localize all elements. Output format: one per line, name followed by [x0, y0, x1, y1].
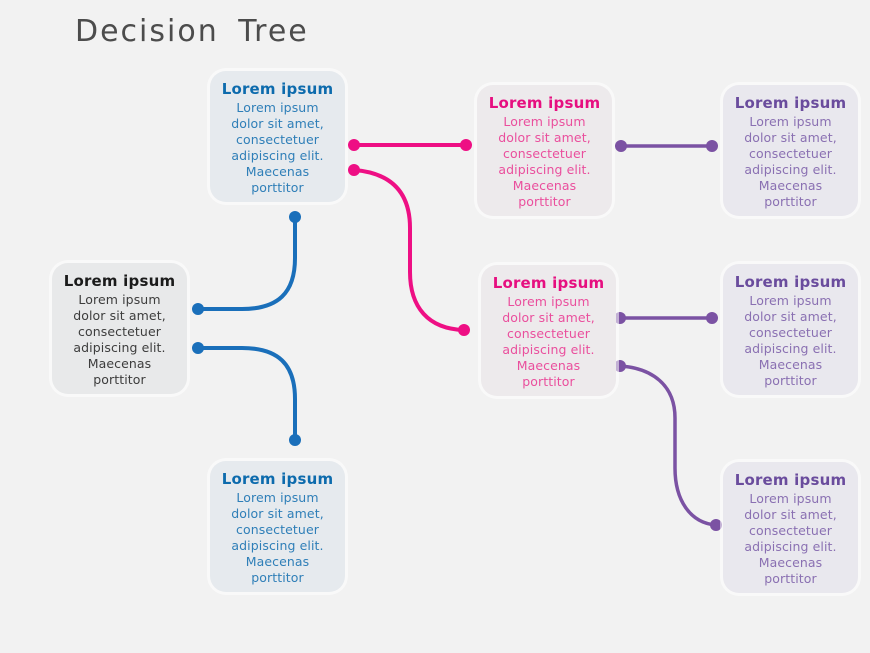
node-blue-bottom: Lorem ipsum Lorem ipsum dolor sit amet, …	[210, 461, 345, 592]
node-root: Lorem ipsum Lorem ipsum dolor sit amet, …	[52, 263, 187, 394]
node-body: Lorem ipsum dolor sit amet, consectetuer…	[498, 114, 591, 209]
connector-endpoint-dot	[706, 140, 718, 152]
node-title: Lorem ipsum	[488, 94, 601, 112]
node-pink-middle: Lorem ipsum Lorem ipsum dolor sit amet, …	[481, 265, 616, 396]
node-title: Lorem ipsum	[221, 80, 334, 98]
node-title: Lorem ipsum	[221, 470, 334, 488]
connector-pink-middle-to-purple-bottom	[618, 364, 718, 527]
node-title: Lorem ipsum	[734, 273, 847, 291]
node-purple-top: Lorem ipsum Lorem ipsum dolor sit amet, …	[723, 85, 858, 216]
connector-root-to-blue-bottom	[196, 346, 297, 442]
connector-endpoint-dot	[614, 360, 626, 372]
node-title: Lorem ipsum	[734, 94, 847, 112]
connector-endpoint-dot	[289, 211, 301, 223]
connector-endpoint-dot	[192, 342, 204, 354]
node-body: Lorem ipsum dolor sit amet, consectetuer…	[744, 293, 837, 388]
connector-blue-top-to-pink-middle	[352, 168, 466, 332]
node-purple-middle: Lorem ipsum Lorem ipsum dolor sit amet, …	[723, 264, 858, 395]
connector-endpoint-dot	[192, 303, 204, 315]
connector-root-to-blue-top	[196, 215, 297, 311]
node-title: Lorem ipsum	[734, 471, 847, 489]
page-title: Decision Tree	[75, 14, 309, 49]
node-title: Lorem ipsum	[63, 272, 176, 290]
connector-endpoint-dot	[614, 312, 626, 324]
node-body: Lorem ipsum dolor sit amet, consectetuer…	[231, 100, 324, 195]
connector-endpoint-dot	[710, 519, 722, 531]
node-title: Lorem ipsum	[492, 274, 605, 292]
node-body: Lorem ipsum dolor sit amet, consectetuer…	[502, 294, 595, 389]
connector-endpoint-dot	[460, 139, 472, 151]
connector-endpoint-dot	[348, 164, 360, 176]
node-purple-bottom: Lorem ipsum Lorem ipsum dolor sit amet, …	[723, 462, 858, 593]
node-body: Lorem ipsum dolor sit amet, consectetuer…	[744, 114, 837, 209]
connector-endpoint-dot	[458, 324, 470, 336]
connector-endpoint-dot	[348, 139, 360, 151]
node-body: Lorem ipsum dolor sit amet, consectetuer…	[231, 490, 324, 585]
connector-endpoint-dot	[706, 312, 718, 324]
node-blue-top: Lorem ipsum Lorem ipsum dolor sit amet, …	[210, 71, 345, 202]
connector-endpoint-dot	[289, 434, 301, 446]
node-body: Lorem ipsum dolor sit amet, consectetuer…	[73, 292, 166, 387]
node-body: Lorem ipsum dolor sit amet, consectetuer…	[744, 491, 837, 586]
connector-endpoint-dot	[615, 140, 627, 152]
node-pink-top: Lorem ipsum Lorem ipsum dolor sit amet, …	[477, 85, 612, 216]
